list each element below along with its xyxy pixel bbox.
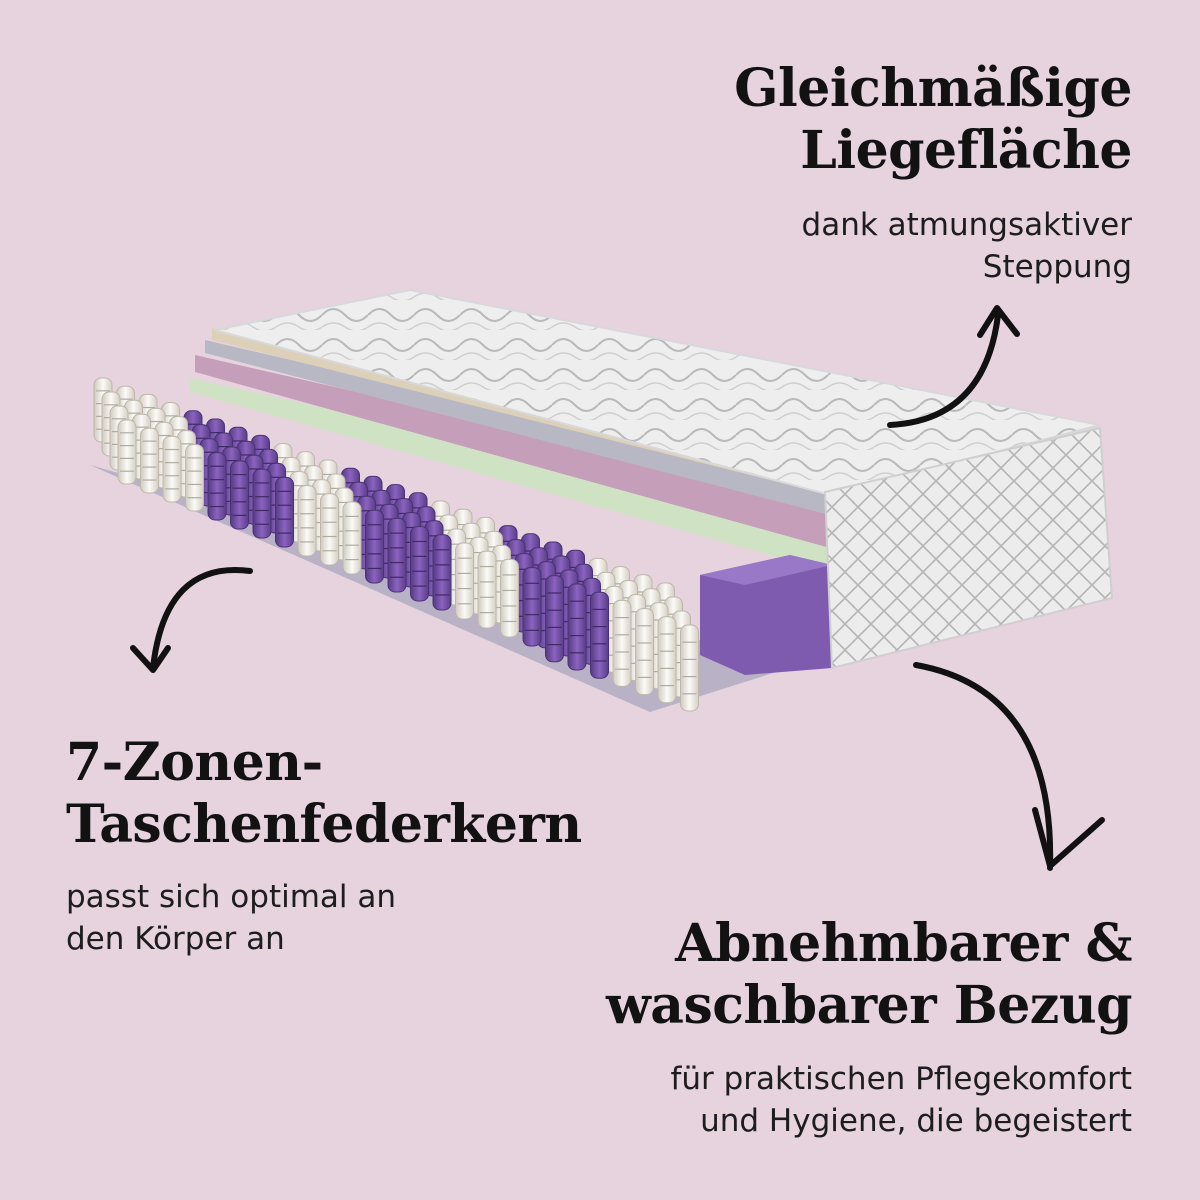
pocket-spring bbox=[612, 599, 632, 687]
pocket-spring bbox=[140, 427, 159, 494]
pocket-spring bbox=[567, 583, 587, 671]
core-title-line: 7-Zonen- bbox=[66, 732, 323, 793]
pocket-spring bbox=[365, 509, 384, 584]
pocket-spring bbox=[522, 567, 542, 647]
pocket-spring bbox=[320, 493, 339, 566]
core-title: 7-Zonen- Taschenfederkern bbox=[66, 732, 582, 856]
cover-description-line: und Hygiene, die begeistert bbox=[700, 1103, 1132, 1139]
pocket-spring bbox=[162, 435, 182, 503]
pocket-spring bbox=[410, 526, 429, 602]
cover-title-line: waschbarer Bezug bbox=[606, 975, 1132, 1036]
pocket-spring bbox=[500, 558, 519, 638]
pocket-spring bbox=[185, 444, 204, 512]
core-description: passt sich optimal an den Körper an bbox=[66, 876, 396, 960]
pocket-spring bbox=[635, 608, 654, 696]
arrow-up-icon bbox=[887, 305, 1020, 428]
surface-description-line: dank atmungsaktiver bbox=[801, 207, 1132, 243]
cover-description: für praktischen Pflegekomfort und Hygien… bbox=[670, 1058, 1132, 1142]
pocket-spring bbox=[342, 501, 362, 575]
pocket-spring bbox=[230, 460, 249, 530]
core-title-line: Taschenfederkern bbox=[66, 794, 582, 855]
pocket-spring bbox=[297, 485, 317, 557]
arrow-down-right-icon bbox=[913, 662, 1105, 871]
pocket-springs bbox=[93, 377, 699, 712]
surface-title-line: Liegefläche bbox=[800, 120, 1132, 181]
pocket-spring bbox=[455, 542, 474, 620]
pocket-spring bbox=[387, 517, 407, 593]
pocket-spring bbox=[432, 534, 452, 611]
cover-title: Abnehmbarer & waschbarer Bezug bbox=[606, 913, 1132, 1037]
cover-title-line: Abnehmbarer & bbox=[675, 913, 1132, 974]
quilted-top bbox=[214, 288, 1101, 497]
pocket-spring bbox=[207, 452, 227, 521]
pocket-spring bbox=[117, 419, 137, 485]
surface-title-line: Gleichmäßige bbox=[734, 58, 1132, 119]
pocket-spring bbox=[657, 616, 677, 704]
pocket-spring bbox=[275, 476, 294, 548]
arrow-down-left-icon bbox=[130, 567, 253, 673]
pocket-spring bbox=[252, 468, 272, 539]
cover-side-panel bbox=[823, 426, 1114, 670]
pocket-spring bbox=[545, 575, 564, 663]
core-description-line: passt sich optimal an bbox=[66, 879, 397, 915]
surface-description-line: Steppung bbox=[982, 249, 1132, 285]
pocket-spring bbox=[590, 591, 609, 679]
pocket-spring bbox=[477, 550, 497, 629]
pocket-spring bbox=[680, 624, 699, 712]
surface-description: dank atmungsaktiver Steppung bbox=[802, 204, 1132, 288]
foam-block bbox=[700, 555, 832, 675]
cover-description-line: für praktischen Pflegekomfort bbox=[670, 1061, 1132, 1097]
surface-title: Gleichmäßige Liegefläche bbox=[734, 58, 1132, 182]
core-description-line: den Körper an bbox=[66, 921, 285, 957]
